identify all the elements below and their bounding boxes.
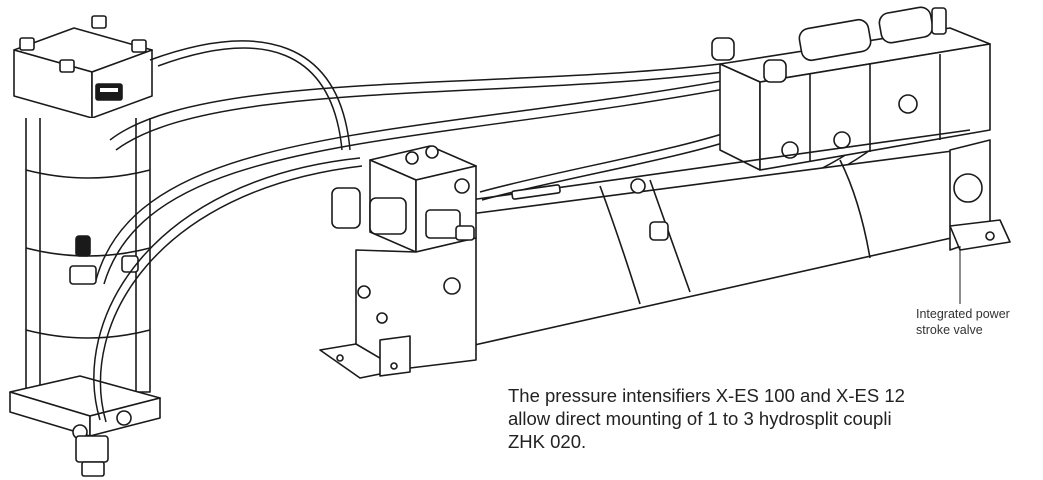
caption-text: The pressure intensifiers X-ES 100 and X…: [508, 384, 1043, 453]
end-block: [319, 145, 477, 379]
pressure-intensifier-cylinder: [469, 129, 1011, 347]
caption-line-3: ZHK 020.: [508, 431, 587, 452]
callout-line-2: stroke valve: [916, 323, 983, 337]
caption-line-1: The pressure intensifiers X-ES 100 and X…: [508, 385, 905, 406]
hydraulic-hoses: [93, 40, 919, 423]
bolt-icon: [19, 15, 147, 73]
caption-line-2: allow direct mounting of 1 to 3 hydrospl…: [508, 408, 892, 429]
callout-line-1: Integrated power: [916, 307, 1010, 321]
callout-label: Integrated power stroke valve: [916, 306, 1043, 338]
valve-block: [711, 6, 991, 171]
vertical-hydrosplit-cylinder: [9, 15, 161, 477]
